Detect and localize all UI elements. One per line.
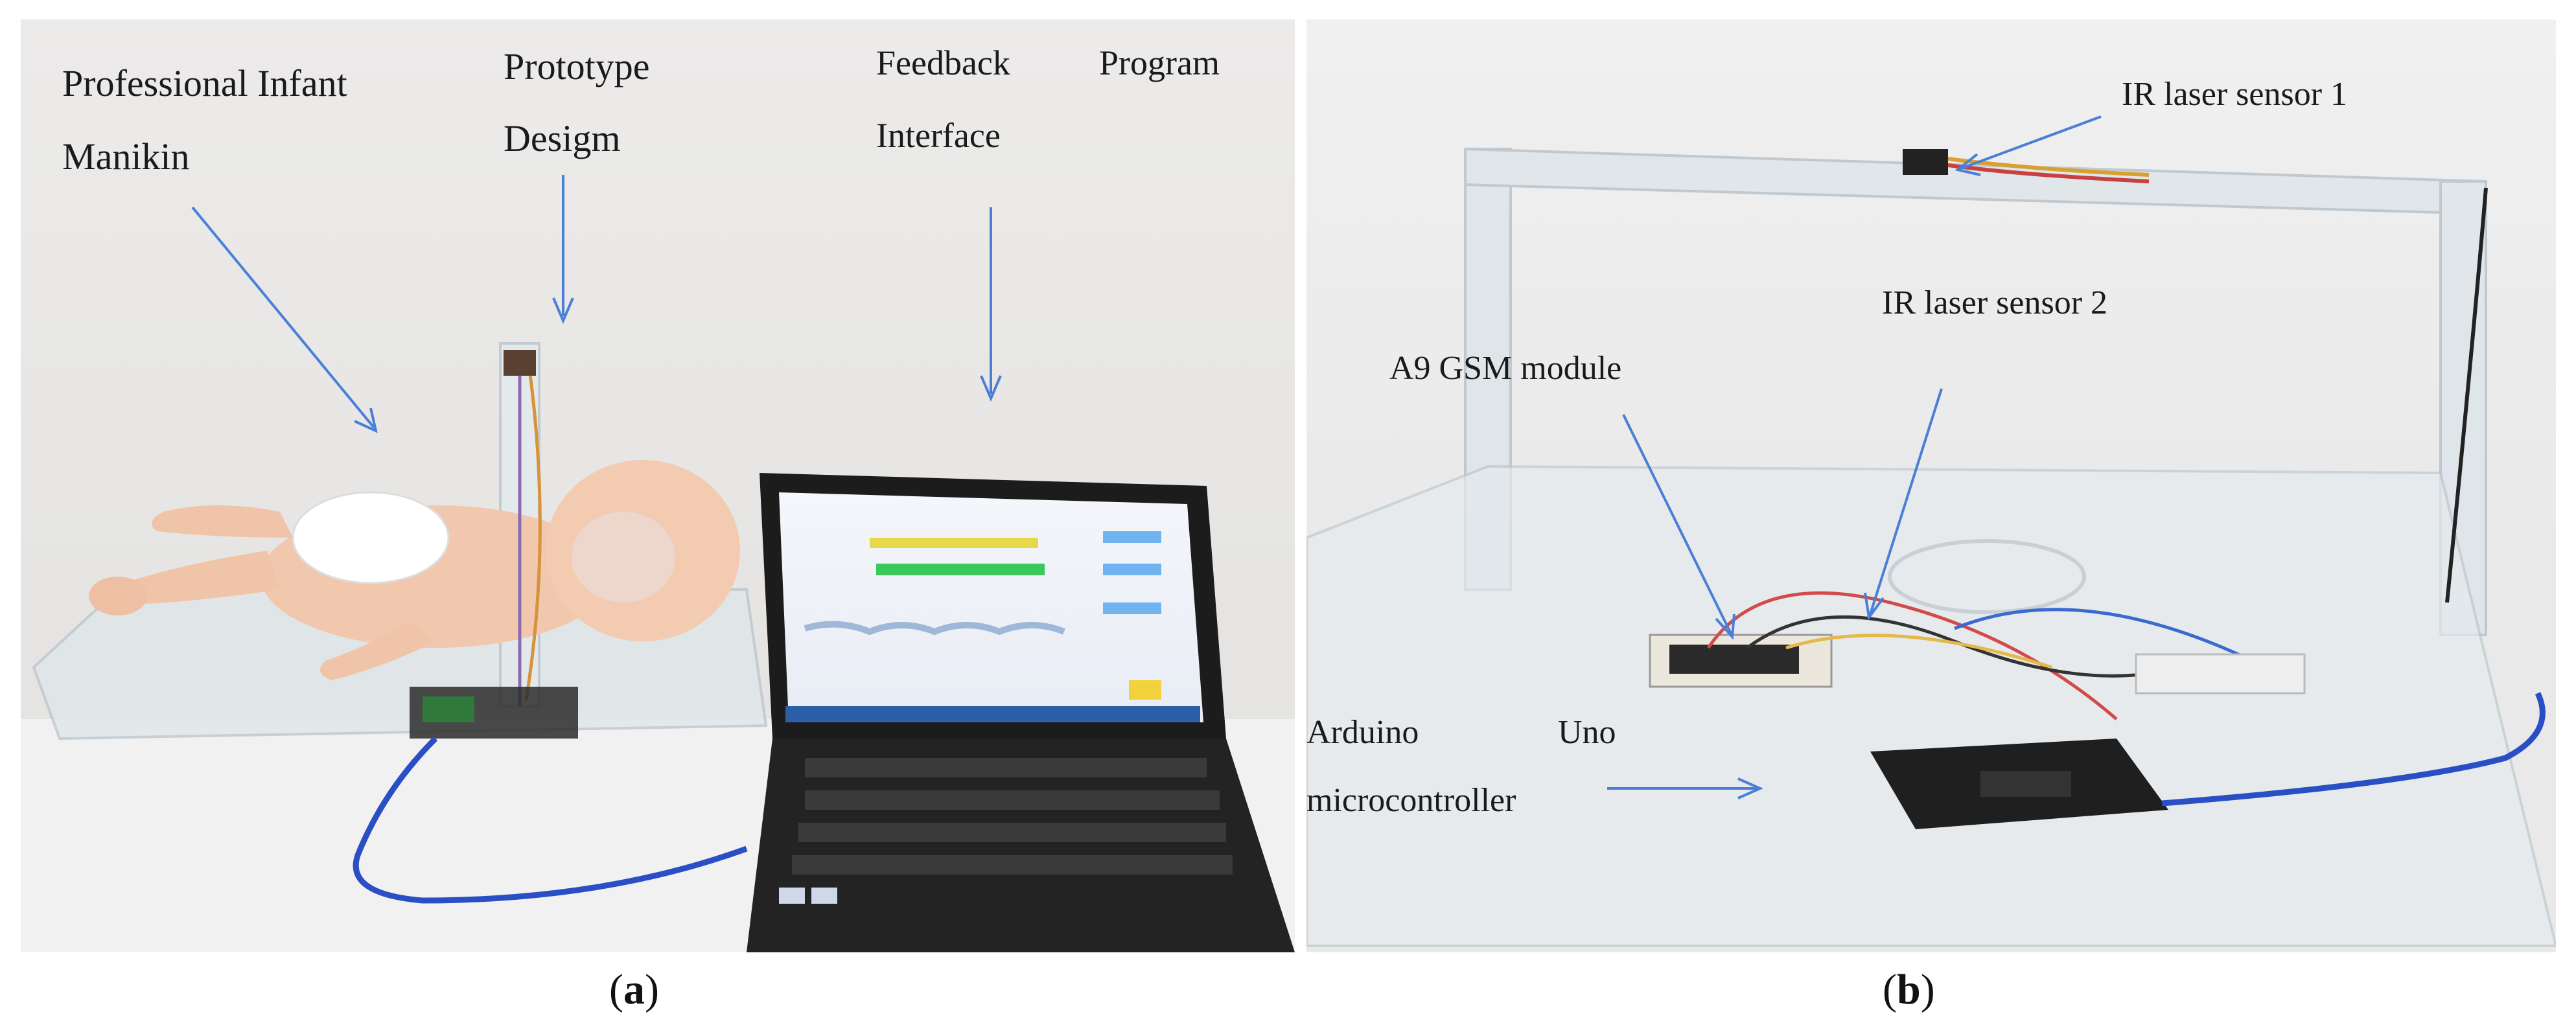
prototype-wiring: [410, 350, 578, 739]
annotation-arrows: [191, 175, 1002, 433]
arduino-label-line2: microcontroller: [1306, 782, 1516, 819]
electronics-photo: [1306, 19, 2556, 952]
caption-b: (b): [1883, 966, 1935, 1013]
ir-sensor-2-label: IR laser sensor 2: [1882, 284, 2108, 321]
jumper-wires: [1706, 591, 2267, 720]
manikin-label-line1: Professional Infant: [62, 62, 347, 104]
arduino-label-line1a: Arduino: [1306, 714, 1419, 751]
prototype-label-line2: Desigm: [504, 117, 621, 159]
gsm-module: [1649, 634, 1833, 688]
annotation-arrows: [1607, 115, 2102, 799]
prototype-label-line1: Prototype: [504, 45, 650, 87]
photo-panel-a: Professional Infant Manikin Prototype De…: [21, 19, 1295, 952]
photo-panel-b: IR laser sensor 1 IR laser sensor 2 A9 G…: [1306, 19, 2556, 952]
breadboard: [2135, 653, 2306, 694]
prototype-photo: [21, 19, 1295, 952]
ir-sensor-1-label: IR laser sensor 1: [2122, 76, 2348, 113]
caption-a: (a): [609, 966, 659, 1013]
caption-b-letter: b: [1896, 966, 1921, 1013]
feedback-label-line2: Interface: [876, 116, 1001, 155]
usb-cable: [353, 736, 748, 904]
arduino-board: [1870, 739, 2168, 829]
opening-ring: [1888, 539, 2086, 614]
gsm-module-label: A9 GSM module: [1389, 350, 1622, 387]
manikin-label-line2: Manikin: [62, 135, 190, 178]
feedback-label-line1: Feedback: [876, 43, 1010, 82]
acrylic-frame: [1306, 147, 2556, 947]
caption-a-letter: a: [623, 966, 645, 1013]
laptop: [747, 473, 1295, 952]
arduino-label-line1b: Uno: [1558, 714, 1616, 751]
usb-cable: [2161, 692, 2546, 807]
feedback-label-program: Program: [1099, 43, 1220, 82]
infant-manikin: [89, 460, 740, 680]
